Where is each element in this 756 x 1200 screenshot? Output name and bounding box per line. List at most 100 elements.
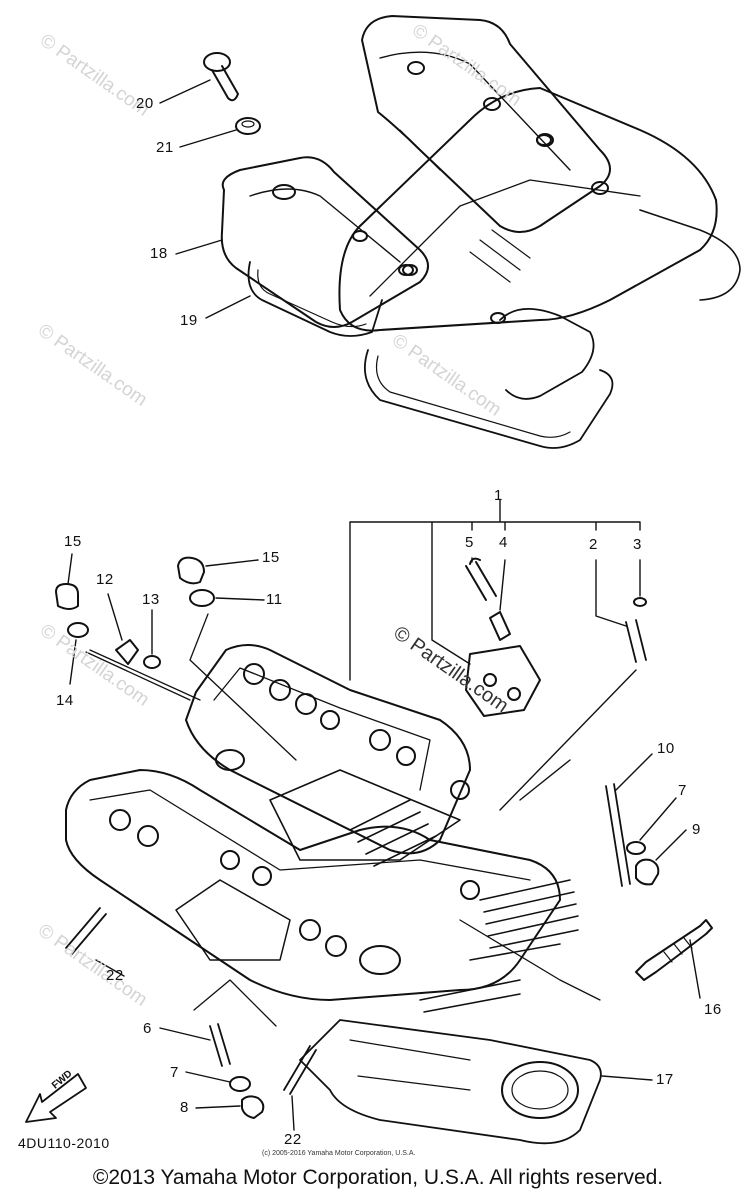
part-2-stem <box>625 619 647 663</box>
leader-7a <box>639 797 677 841</box>
gasket-19-left <box>247 261 383 337</box>
head-center-fins <box>349 799 437 867</box>
part-4-sleeve <box>489 611 511 641</box>
cylinder-head-gasket-17 <box>299 1019 602 1145</box>
gasket-bore <box>501 1061 579 1119</box>
leader-9 <box>655 829 687 861</box>
leader-4 <box>499 559 506 611</box>
spark-plug-16 <box>635 919 713 981</box>
small-parts-left <box>55 556 215 669</box>
rocker-arm <box>252 866 272 886</box>
callout-21: 21 <box>156 139 174 156</box>
callout-20: 20 <box>136 95 154 112</box>
head-front-inner <box>89 789 531 881</box>
part-3-clip <box>633 597 647 607</box>
rocker-arm <box>295 693 317 715</box>
rocker-arm <box>299 919 321 941</box>
rocker-arm <box>243 663 265 685</box>
callout-2: 2 <box>589 536 598 553</box>
bridge-plate-inner <box>369 179 641 297</box>
rocker-arm <box>460 880 480 900</box>
leader-22a <box>95 959 125 977</box>
cover-ribs <box>399 129 531 283</box>
leader-2 <box>595 559 627 627</box>
head-cover-18-right <box>361 15 611 233</box>
callout-6: 6 <box>143 1020 152 1037</box>
washer-13 <box>143 655 161 669</box>
callout-1: 1 <box>494 487 503 504</box>
leader-12-to-head <box>89 649 201 701</box>
callout-11: 11 <box>266 591 283 608</box>
leader-16 <box>689 939 701 999</box>
rocker-bolt <box>507 687 521 701</box>
leader-22b <box>291 1095 295 1131</box>
cover-bolt-hole <box>483 97 501 111</box>
leader-11-to-head <box>189 613 297 761</box>
leader-20 <box>159 79 211 104</box>
cover-bolt-hole <box>272 184 296 200</box>
rocker-arm <box>269 679 291 701</box>
head-left-box <box>175 879 291 961</box>
leader-18 <box>175 239 223 255</box>
callout-9: 9 <box>692 821 701 838</box>
copyright-notice: ©2013 Yamaha Motor Corporation, U.S.A. A… <box>92 1166 664 1189</box>
callout-8: 8 <box>180 1099 189 1116</box>
leader-6 <box>159 1027 211 1041</box>
rocker-arm <box>396 746 416 766</box>
callout-22a: 22 <box>106 967 124 984</box>
fitting-12 <box>115 639 139 665</box>
cylinder-head-front <box>65 769 561 1001</box>
leader-7b <box>185 1071 231 1083</box>
leader-19 <box>205 295 251 319</box>
leader-11 <box>215 597 265 601</box>
gasket-bore-inner <box>511 1070 569 1110</box>
rocker-arm <box>450 780 470 800</box>
stud-10 <box>605 783 631 887</box>
stud-6 <box>209 1023 231 1067</box>
spark-plug-port <box>215 749 245 771</box>
callout-14: 14 <box>56 692 74 709</box>
cover-bolt-20 <box>203 52 239 102</box>
cylinder-fins <box>419 879 579 1013</box>
leader-14 <box>69 639 77 685</box>
center-bridge-plate <box>338 87 718 332</box>
callout-18: 18 <box>150 245 168 262</box>
gasket-19-rear <box>639 209 741 301</box>
head-center-box <box>269 769 461 861</box>
cylinder-head-assembly <box>65 644 602 1145</box>
leader-14-to-head <box>85 651 191 701</box>
callout-17: 17 <box>656 1071 674 1088</box>
rocker-arm <box>137 825 159 847</box>
front-cover-bump <box>499 307 595 400</box>
rocker-bolt <box>483 673 497 687</box>
callout-7a: 7 <box>678 782 687 799</box>
washer-14 <box>67 622 89 638</box>
leader-8 <box>195 1105 241 1109</box>
grommet-21 <box>235 117 261 135</box>
cover-bolt-hole <box>536 134 552 146</box>
rocker-arm <box>325 935 347 957</box>
gasket-17-detail <box>349 1039 471 1091</box>
cover-bolt-hole <box>591 181 609 195</box>
head-cover-18-right-ridge <box>379 51 571 171</box>
nut-8 <box>241 1095 265 1119</box>
leader-15b <box>205 559 259 567</box>
callout-22b: 22 <box>284 1131 302 1148</box>
callout-3: 3 <box>633 536 642 553</box>
head-cover-18-left-ridge <box>249 188 401 263</box>
head-rear-inner <box>213 667 431 791</box>
head-cover-assembly <box>220 15 741 449</box>
callout-5: 5 <box>465 534 474 551</box>
callout-13: 13 <box>142 591 160 608</box>
head-cover-18-left <box>220 156 429 328</box>
stud-22-lower <box>283 1045 317 1095</box>
cover-bolt-hole <box>398 264 414 276</box>
leader-21 <box>179 129 237 148</box>
callout-12: 12 <box>96 571 114 588</box>
rocker-arm <box>369 729 391 751</box>
callout-16: 16 <box>704 1001 722 1018</box>
lower-left-parts <box>65 907 317 1119</box>
callout-15a: 15 <box>64 533 82 550</box>
callout-19: 19 <box>180 312 198 329</box>
